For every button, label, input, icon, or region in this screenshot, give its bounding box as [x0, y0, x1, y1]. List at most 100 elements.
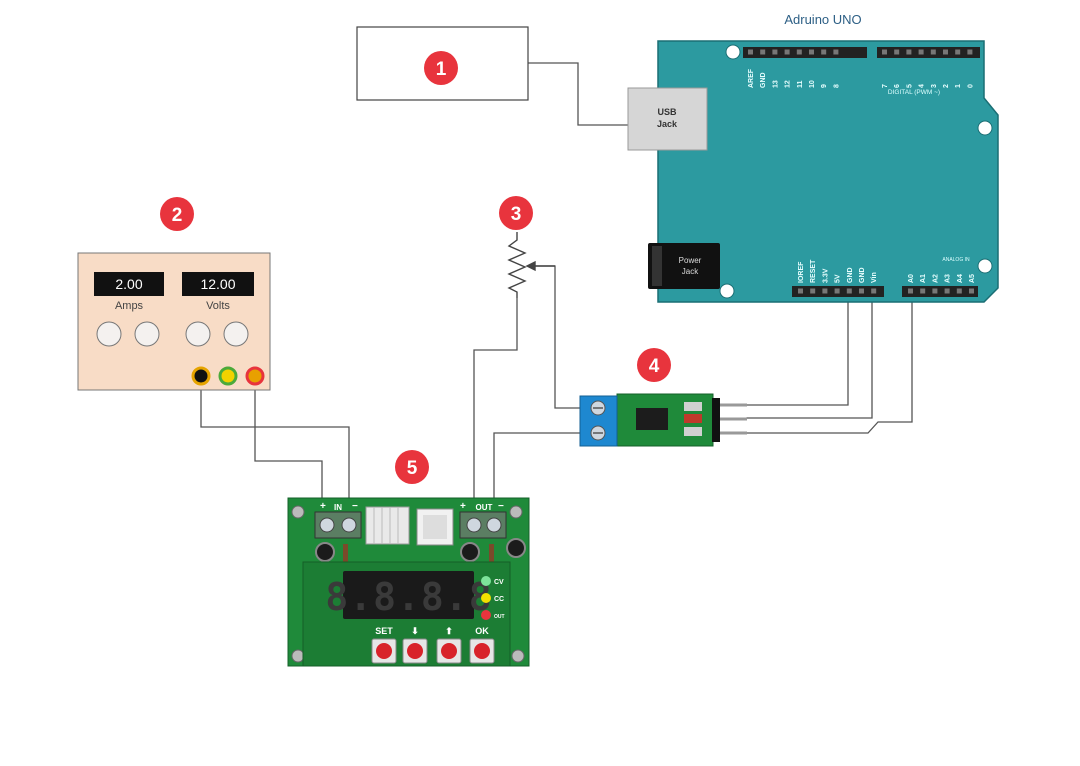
digital-header-left	[743, 47, 867, 58]
out-led-label: OUT	[494, 614, 505, 620]
power-pin-label: Vin	[871, 272, 878, 283]
digital-pin-label: 6	[894, 84, 901, 88]
wire-sensor-5v	[746, 297, 849, 406]
set-button-label: SET	[375, 626, 393, 636]
bench-power-supply: 2.00 Amps 12.00 Volts	[77, 252, 271, 391]
digital-pin-holes	[748, 49, 973, 55]
pin-hole	[798, 288, 803, 294]
usb-jack-label: USB	[657, 107, 677, 117]
badge-4: 4	[637, 348, 671, 382]
cc-label: CC	[494, 596, 504, 603]
badge-circle	[499, 196, 533, 230]
power-jack-front	[652, 246, 662, 286]
power-jack	[648, 243, 720, 289]
wire-pot-to-out	[473, 298, 518, 510]
pin-hole	[772, 49, 778, 55]
up-button[interactable]	[436, 638, 462, 664]
pin-hole	[944, 288, 950, 294]
badge-circle	[637, 348, 671, 382]
up-button-label: ⬆	[445, 626, 453, 636]
analog-pin-label: A5	[969, 274, 976, 283]
digital-pin-label: 3	[931, 84, 938, 88]
analog-pin-label: A3	[945, 274, 952, 283]
wire-wiper-to-sensor	[531, 265, 581, 409]
pin-hole	[760, 49, 766, 55]
badge-5-label: 5	[407, 458, 418, 479]
amps-knob-coarse[interactable]	[96, 321, 122, 347]
analog-pin-label: A0	[908, 274, 915, 283]
corner-screw-icon	[291, 505, 305, 519]
ok-button-label: OK	[475, 626, 489, 636]
arduino-title: Adruino UNO	[784, 12, 861, 27]
pin-hole	[834, 288, 840, 294]
digital-pin-label: 10	[809, 80, 816, 88]
badge-1-label: 1	[436, 59, 447, 80]
pin-hole	[822, 288, 828, 294]
digital-pin-label: 4	[919, 84, 926, 88]
power-pin-label: GND	[847, 267, 854, 283]
wire-psu-negative	[200, 376, 350, 510]
digital-pin-label: 13	[772, 80, 779, 88]
badge-4-label: 4	[649, 356, 660, 377]
mounting-hole	[977, 258, 993, 274]
resistor	[343, 544, 348, 564]
capacitor	[460, 542, 480, 562]
pin-hole	[894, 49, 900, 55]
digital-pin-label: GND	[760, 72, 767, 88]
pin-hole	[859, 288, 864, 294]
positive-terminal	[245, 366, 265, 386]
digital-pin-label: 1	[955, 84, 962, 88]
digital-pin-label: 2	[943, 84, 950, 88]
badge-circle	[395, 450, 429, 484]
in-minus-label: −	[352, 501, 358, 512]
volts-knob-fine[interactable]	[223, 321, 249, 347]
corner-screw-icon	[291, 649, 305, 663]
screw-icon	[319, 517, 335, 533]
mounting-hole	[977, 120, 993, 136]
power-pin-label: RESET	[810, 259, 817, 283]
volts-display	[182, 272, 254, 296]
power-pin-label: IOREF	[798, 261, 805, 283]
set-button[interactable]	[371, 638, 397, 664]
pin-hole	[955, 49, 961, 55]
out-plus-label: +	[460, 501, 466, 512]
pin-hole	[748, 49, 753, 55]
ground-terminal	[218, 366, 238, 386]
pin-hole	[821, 49, 827, 55]
digital-pin-label: 0	[967, 84, 974, 88]
wire-sensor-to-out	[493, 432, 581, 510]
digital-pin-label: 5	[906, 84, 913, 88]
mounting-hole	[725, 44, 741, 60]
pin-hole	[796, 49, 802, 55]
analog-pin-label: A1	[920, 274, 927, 283]
badge-2-label: 2	[172, 205, 183, 226]
screw-icon	[466, 517, 482, 533]
down-button-label: ⬇	[411, 626, 419, 636]
wire-sensor-gnd	[746, 297, 873, 419]
screw-icon	[486, 517, 502, 533]
resistor	[489, 544, 494, 564]
volts-label: Volts	[206, 300, 230, 312]
corner-screw-icon	[509, 505, 523, 519]
ok-button[interactable]	[469, 638, 495, 664]
amps-knob-fine[interactable]	[134, 321, 160, 347]
computer-box	[356, 26, 529, 101]
digital-pin-label: 7	[882, 84, 889, 88]
pin-hole	[969, 288, 974, 294]
power-analog-pin-holes	[798, 288, 974, 294]
volts-knob-coarse[interactable]	[185, 321, 211, 347]
down-button[interactable]	[402, 638, 428, 664]
pin-hole	[920, 288, 926, 294]
pin-hole	[810, 288, 816, 294]
pin-hole	[943, 49, 948, 55]
in-label: IN	[334, 503, 342, 512]
out-led	[481, 610, 491, 620]
digital-pin-label: AREF	[748, 68, 755, 88]
mounting-hole	[719, 283, 735, 299]
badge-circle	[424, 51, 458, 85]
badge-circle	[160, 197, 194, 231]
current-sensor-module	[579, 393, 747, 447]
